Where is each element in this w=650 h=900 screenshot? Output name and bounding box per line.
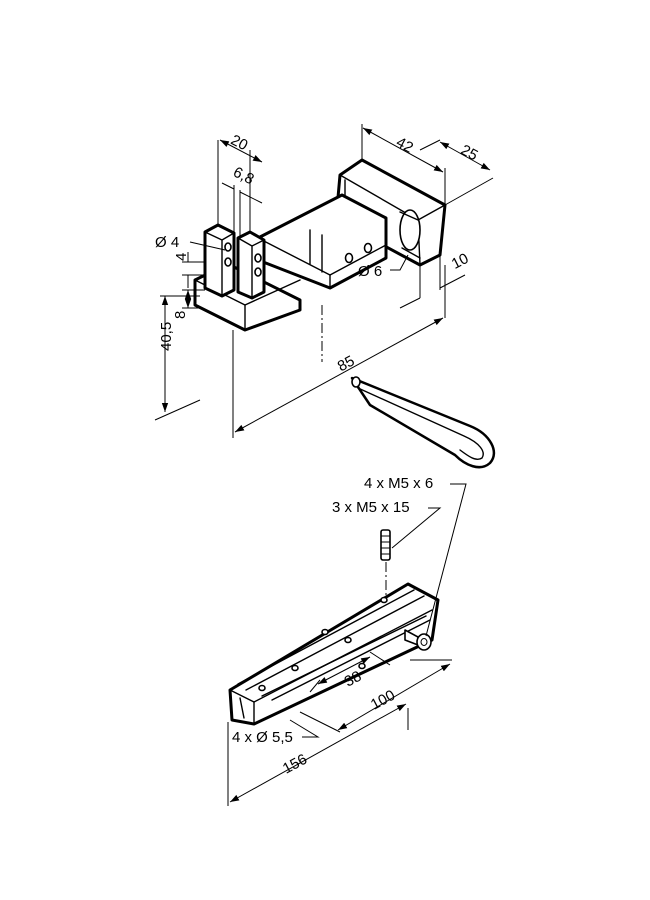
beam-hole-2 [363, 242, 373, 254]
prong-hole-1 [224, 242, 232, 252]
split-pin [350, 376, 496, 469]
screw-3-label: 3 x M5 x 15 [332, 499, 410, 516]
rail-hole-6 [358, 662, 366, 670]
dim-156-label: 156 [280, 751, 310, 778]
screw-4-label: 4 x M5 x 6 [364, 475, 433, 492]
dim-40-5-label: 40,5 [158, 322, 175, 351]
bracket-drawing [193, 158, 447, 362]
set-screw [380, 529, 391, 561]
rail-hole-5 [380, 596, 388, 604]
dim-8-label: 8 [172, 311, 189, 319]
rail-hole-2 [291, 664, 299, 672]
dim-dia4-label: Ø 4 [155, 234, 179, 251]
prong-hole-4 [254, 267, 262, 277]
dim-dia6-label: Ø 6 [358, 263, 382, 280]
cap-screw [404, 629, 432, 651]
dim-10-label: 10 [449, 250, 472, 273]
prong-hole-2 [224, 257, 232, 267]
rail-hole-4 [344, 636, 352, 644]
dim-6-8-label: 6,8 [230, 164, 256, 189]
dim-25-label: 25 [458, 141, 481, 164]
bracket-dimensions: 20 6,8 42 25 Ø 4 4 8 40,5 Ø 6 10 [154, 124, 494, 438]
dim-20-label: 20 [228, 132, 251, 155]
beam-hole-1 [344, 252, 354, 264]
rail-hole-3 [321, 628, 329, 636]
dim-85-label: 85 [335, 352, 358, 375]
holes-label: 4 x Ø 5,5 [232, 729, 293, 746]
dim-4-label: 4 [173, 253, 190, 261]
rail-drawing [228, 529, 440, 726]
end-block-bore [399, 209, 421, 251]
dim-42-label: 42 [393, 134, 416, 157]
rail-hole-1 [258, 684, 266, 692]
prong-hole-3 [254, 253, 262, 263]
